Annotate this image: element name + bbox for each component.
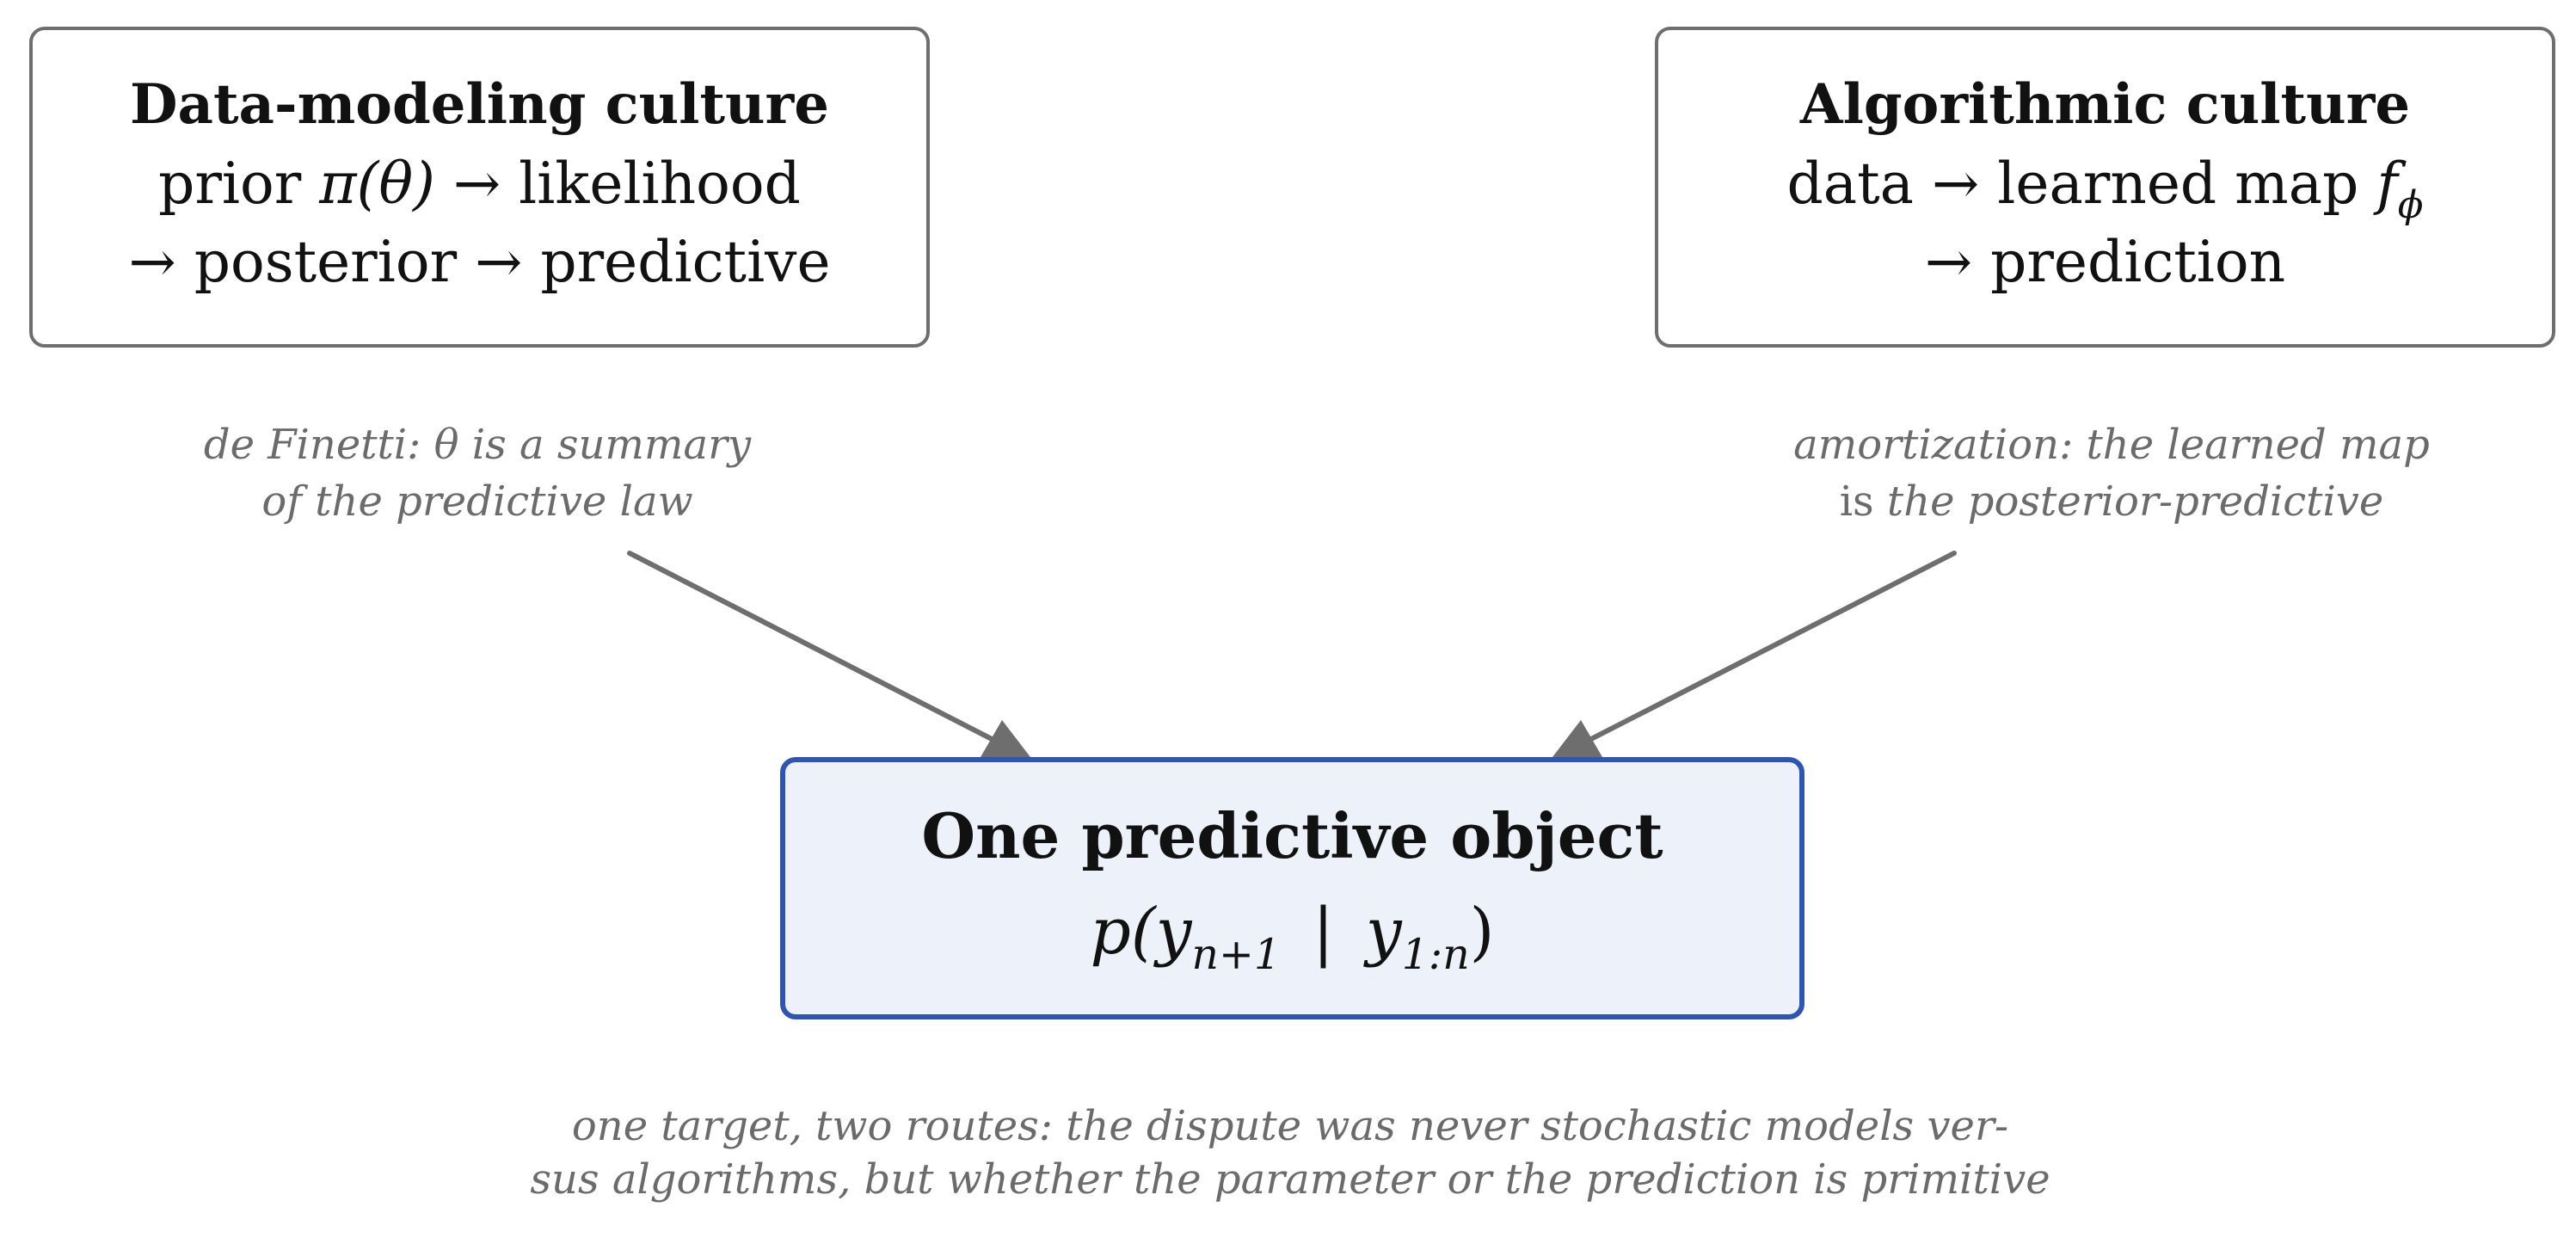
diagram-caption: one target, two routes: the dispute was … (430, 1099, 2150, 1206)
predictive-object-box: One predictive object p(yn+1|y1:n) (780, 757, 1804, 1019)
caption-line2: sus algorithms, but whether the paramete… (530, 1155, 2050, 1204)
y-next-subscript: n+1 (1191, 930, 1281, 980)
y-past-subscript: 1:n (1401, 930, 1470, 980)
learned-map-text: data → learned map (1786, 151, 2359, 218)
algorithmic-line2: → prediction (1924, 229, 2286, 296)
data-modeling-title: Data-modeling culture (130, 71, 829, 137)
prior-math: π(θ) (319, 151, 435, 218)
algorithmic-title: Algorithmic culture (1799, 71, 2411, 137)
de-finetti-text-b: is a summary (458, 421, 752, 469)
data-modeling-culture-box: Data-modeling culture prior π(θ) → likel… (29, 27, 930, 348)
prior-word: prior (158, 151, 302, 218)
data-modeling-line2: → posterior → predictive (128, 229, 831, 296)
y-past: y (1365, 894, 1402, 969)
amortization-rest: the posterior-predictive (1873, 477, 2384, 526)
algorithmic-line1: data → learned map fϕ (1786, 145, 2424, 224)
caption-line1: one target, two routes: the dispute was … (571, 1102, 2009, 1150)
arrow-left-head (981, 720, 1030, 757)
algorithmic-culture-box: Algorithmic culture data → learned map f… (1655, 27, 2555, 348)
amortization-line2: is the posterior-predictive (1755, 473, 2468, 530)
predictive-object-title: One predictive object (921, 799, 1663, 873)
amortization-annotation: amortization: the learned map is the pos… (1755, 416, 2468, 530)
p-open: p( (1090, 894, 1156, 969)
data-modeling-line1: prior π(θ) → likelihood (158, 145, 801, 223)
phi-subscript: ϕ (2397, 183, 2424, 227)
predictive-formula: p(yn+1|y1:n) (1090, 888, 1494, 976)
de-finetti-text-a: de Finetti: (203, 421, 434, 469)
de-finetti-annotation: de Finetti: θ is a summary of the predic… (129, 416, 826, 530)
theta-symbol: θ (433, 421, 459, 469)
f-phi-math: fϕ (2376, 151, 2423, 224)
y-next: y (1155, 894, 1192, 969)
arrow-right-head (1552, 720, 1602, 757)
arrow-right-line (1587, 551, 1957, 742)
likelihood-text: → likelihood (452, 151, 801, 218)
close-paren: ) (1469, 894, 1495, 969)
de-finetti-line1: de Finetti: θ is a summary (129, 416, 826, 473)
conditional-bar: | (1312, 894, 1334, 969)
amortization-line1: amortization: the learned map (1793, 421, 2430, 469)
amortization-is: is (1839, 477, 1874, 526)
f-symbol: f (2376, 151, 2398, 218)
arrow-left-line (627, 551, 996, 742)
de-finetti-line2: of the predictive law (261, 477, 693, 526)
